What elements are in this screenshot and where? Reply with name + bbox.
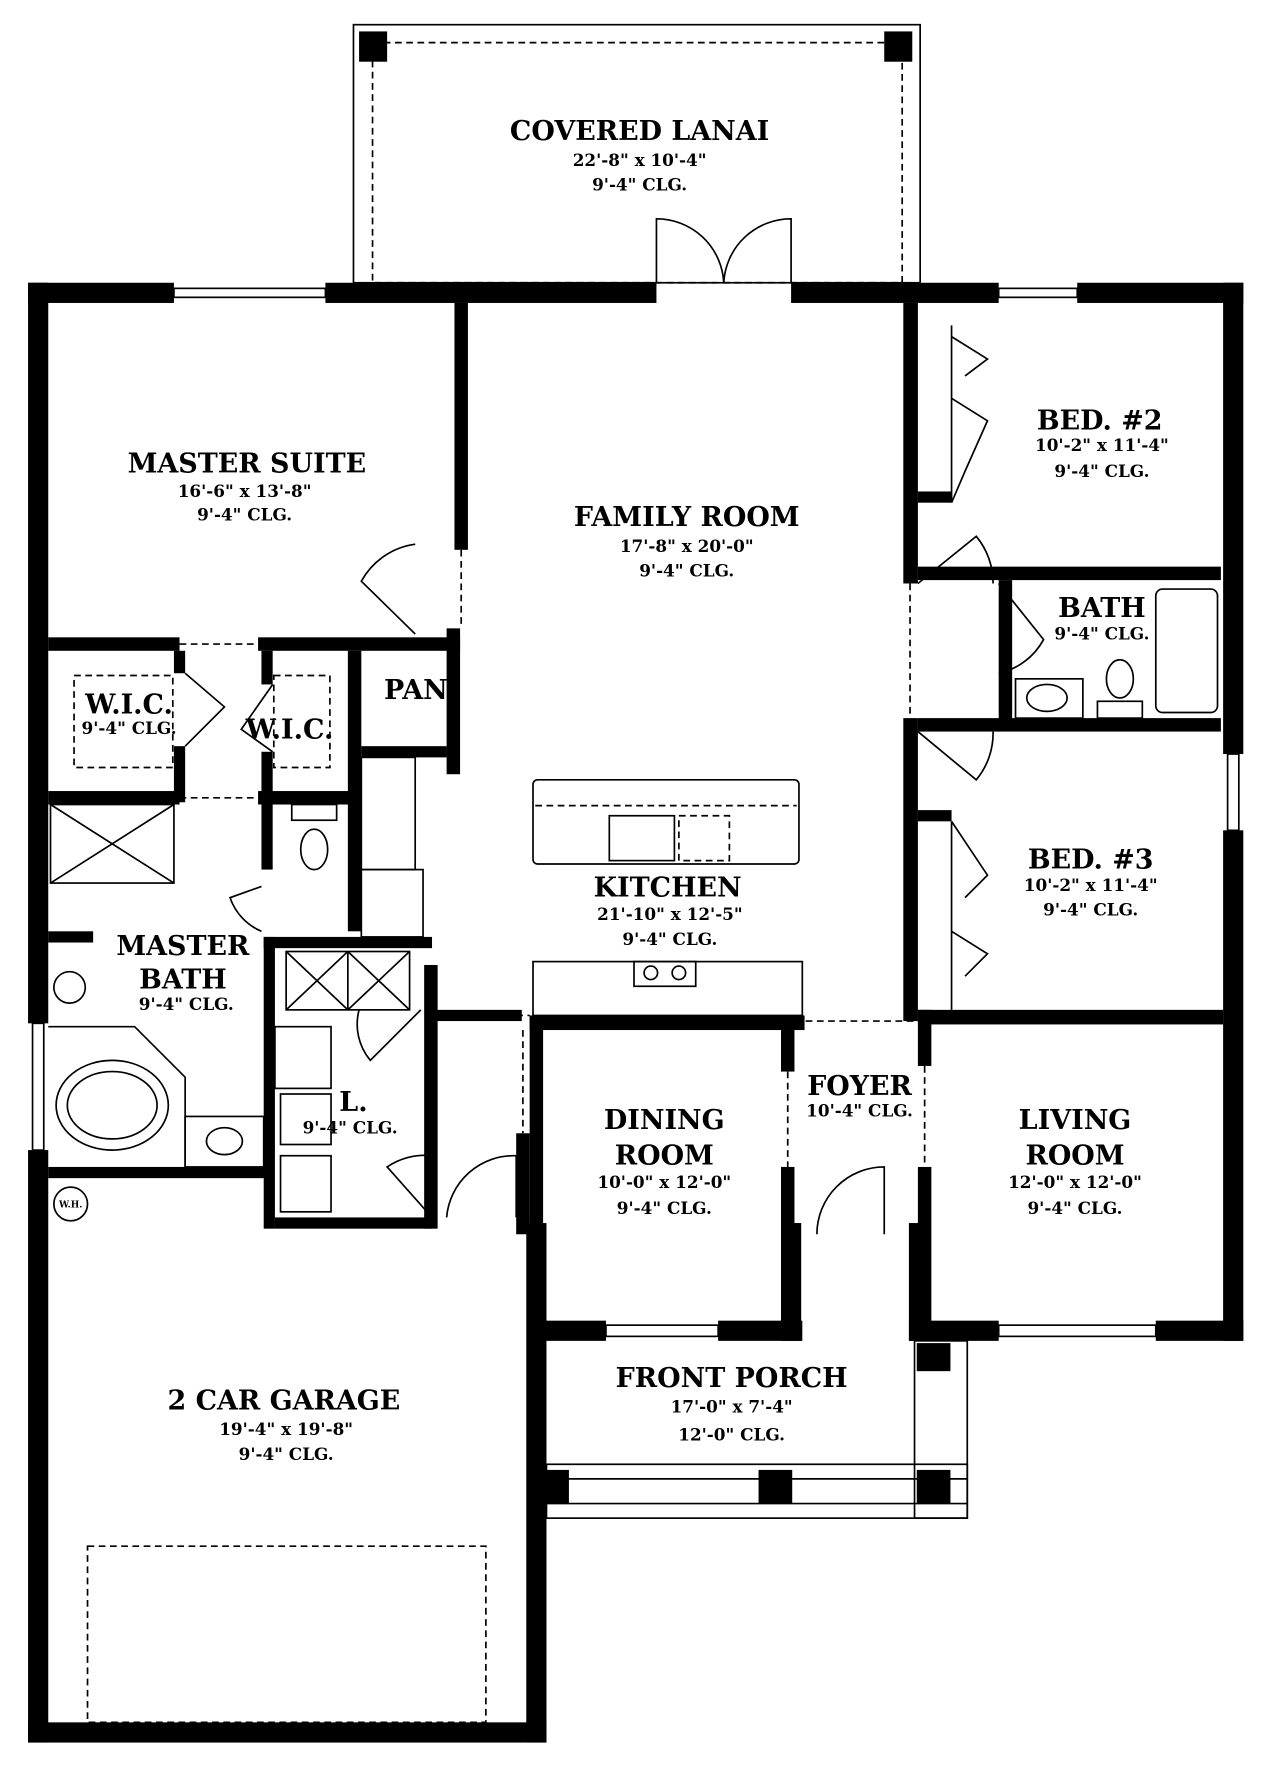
foyer-ceiling: 10'-4" CLG. — [806, 1100, 913, 1120]
windows — [31, 287, 1240, 1338]
dining-name: DINING — [604, 1105, 725, 1136]
living-name: LIVING — [1019, 1105, 1132, 1136]
pantry-name: PAN. — [384, 675, 455, 706]
bath-ceiling: 9'-4" CLG. — [1054, 624, 1149, 644]
living-name2: ROOM — [1025, 1141, 1124, 1172]
garage-name: 2 CAR GARAGE — [167, 1385, 400, 1416]
kitchen-size: 21'-10" x 12'-5" — [597, 904, 743, 924]
laundry-ceiling: 9'-4" CLG. — [303, 1117, 398, 1137]
fixtures — [48, 588, 1219, 1222]
wic1-ceiling: 9'-4" CLG. — [82, 718, 177, 738]
garage-size: 19'-4" x 19'-8" — [219, 1419, 353, 1439]
porch-columns — [545, 1340, 969, 1519]
bed2-size: 10'-2" x 11'-4" — [1035, 435, 1169, 455]
dining-name2: ROOM — [615, 1141, 714, 1172]
porch-ceiling: 12'-0" CLG. — [678, 1425, 785, 1445]
dining-size: 10'-0" x 12'-0" — [597, 1172, 731, 1192]
bed3-name: BED. #3 — [1028, 844, 1154, 875]
bed2-ceiling: 9'-4" CLG. — [1054, 461, 1149, 481]
family-room-ceiling: 9'-4" CLG. — [639, 561, 734, 581]
lanai-door — [655, 217, 792, 283]
lanai-ceiling: 9'-4" CLG. — [592, 175, 687, 195]
wic1-name: W.I.C. — [84, 690, 173, 721]
kitchen-name: KITCHEN — [594, 873, 742, 904]
family-room-size: 17'-8" x 20'-0" — [620, 536, 754, 556]
bed3-ceiling: 9'-4" CLG. — [1043, 900, 1138, 920]
porch-size: 17'-0" x 7'-4" — [671, 1397, 793, 1417]
living-ceiling: 9'-4" CLG. — [1027, 1198, 1122, 1218]
master-bath-ceiling: 9'-4" CLG. — [139, 994, 234, 1014]
lanai-name: COVERED LANAI — [510, 116, 769, 147]
family-room-name: FAMILY ROOM — [574, 502, 800, 533]
bed3-size: 10'-2" x 11'-4" — [1024, 875, 1158, 895]
laundry-name: L. — [339, 1087, 367, 1118]
bath-name: BATH — [1058, 593, 1146, 624]
dining-ceiling: 9'-4" CLG. — [617, 1198, 712, 1218]
kitchen-ceiling: 9'-4" CLG. — [622, 929, 717, 949]
garage-ceiling: 9'-4" CLG. — [239, 1444, 334, 1464]
master-suite-name: MASTER SUITE — [128, 448, 367, 479]
dashed-openings — [73, 549, 926, 1724]
bed2-name: BED. #2 — [1037, 406, 1163, 437]
porch-name: FRONT PORCH — [616, 1363, 848, 1394]
master-suite-ceiling: 9'-4" CLG. — [197, 505, 292, 525]
doors — [184, 325, 1045, 1235]
master-suite-size: 16'-6" x 13'-8" — [178, 481, 312, 501]
lanai-size: 22'-8" x 10'-4" — [573, 150, 707, 170]
foyer-name: FOYER — [807, 1071, 912, 1102]
living-size: 12'-0" x 12'-0" — [1008, 1172, 1142, 1192]
master-bath-name: MASTER — [116, 931, 250, 962]
wic2-name: W.I.C. — [245, 714, 334, 745]
water-heater-label: W.H. — [58, 1200, 82, 1210]
master-bath-name2: BATH — [139, 965, 227, 996]
room-labels: COVERED LANAI 22'-8" x 10'-4" 9'-4" CLG.… — [58, 116, 1169, 1464]
interior-walls — [48, 302, 1224, 1341]
exterior-walls — [28, 282, 1244, 1743]
